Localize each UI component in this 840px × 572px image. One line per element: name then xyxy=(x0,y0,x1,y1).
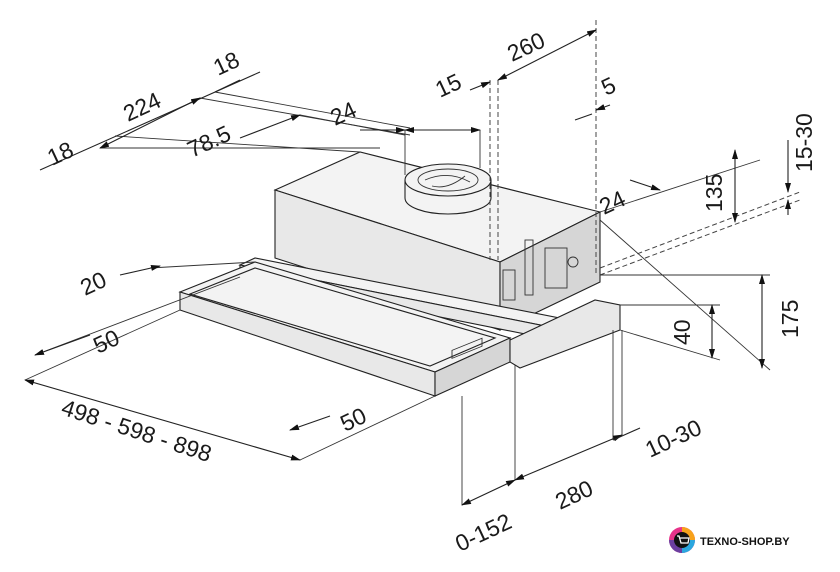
dim-0-152: 0-152 xyxy=(451,508,515,556)
logo-text: TEXNO-SHOP.BY xyxy=(700,536,790,548)
extension-lines xyxy=(24,91,771,505)
dim-78-5: 78.5 xyxy=(183,120,235,162)
dim-135: 135 xyxy=(701,174,727,212)
dim-5: 5 xyxy=(597,72,620,101)
cart-icon xyxy=(677,535,690,544)
dim-20: 20 xyxy=(76,266,110,300)
dim-224: 224 xyxy=(119,87,165,127)
connector-box xyxy=(544,247,568,289)
connector-slot xyxy=(524,239,534,296)
dim-175: 175 xyxy=(777,300,803,338)
dim-260: 260 xyxy=(503,27,549,67)
side-bracket xyxy=(502,269,516,301)
dim-498-598-898: 498 - 598 - 898 xyxy=(58,394,214,467)
texno-shop-logo: TEXNO-SHOP.BY xyxy=(669,527,790,553)
dim-50-left: 50 xyxy=(89,324,123,358)
dim-40: 40 xyxy=(669,319,695,345)
dim-15-top: 15 xyxy=(431,68,465,102)
control-strip xyxy=(451,337,483,360)
cable-gland-icon xyxy=(567,256,579,268)
dim-50-bottom: 50 xyxy=(336,402,370,436)
dim-15-30: 15-30 xyxy=(791,113,817,172)
dim-18-left: 18 xyxy=(43,136,77,170)
duct-collar xyxy=(404,163,492,215)
dim-280: 280 xyxy=(551,475,597,515)
visor-inner xyxy=(188,267,497,367)
dim-10-30: 10-30 xyxy=(641,414,705,462)
hood-body xyxy=(178,151,621,397)
dimension-lines xyxy=(24,29,791,506)
dim-18-top: 18 xyxy=(209,46,243,80)
